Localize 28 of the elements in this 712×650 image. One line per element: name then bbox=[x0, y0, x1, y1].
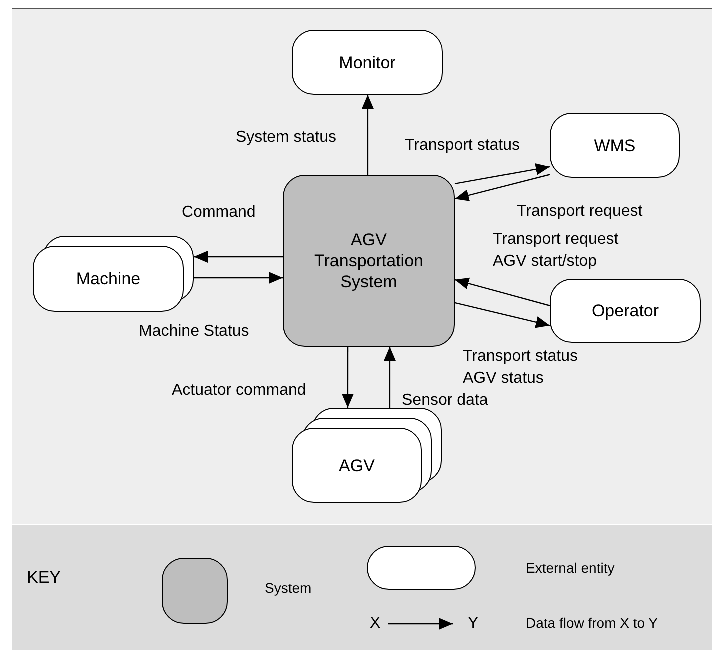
arrow bbox=[194, 272, 283, 284]
node-label: Monitor bbox=[338, 52, 397, 73]
arrow bbox=[194, 250, 283, 263]
node-label: Operator bbox=[590, 300, 660, 322]
external-entity-box bbox=[292, 30, 443, 95]
edge-label: Sensor data bbox=[401, 392, 490, 410]
stacked-entity-boxes bbox=[292, 408, 442, 503]
arrow bbox=[384, 347, 396, 408]
node-label: WMS bbox=[593, 135, 637, 156]
external-entity-box bbox=[550, 113, 680, 178]
node-label: AGV Transportation System bbox=[314, 230, 424, 292]
node-label: Machine bbox=[75, 268, 142, 290]
arrow bbox=[362, 95, 374, 175]
system-box bbox=[283, 175, 455, 347]
arrow bbox=[454, 174, 550, 202]
stacked-entity-boxes bbox=[33, 236, 194, 312]
arrow bbox=[454, 164, 550, 185]
arrow bbox=[342, 347, 354, 408]
key-heading: KEY bbox=[27, 568, 62, 588]
flow-endpoint-label: X bbox=[370, 615, 381, 633]
legend-label: System bbox=[265, 580, 312, 596]
arrow bbox=[454, 302, 550, 328]
legend-label: External entity bbox=[526, 560, 615, 576]
arrow bbox=[454, 278, 550, 306]
node-label: AGV bbox=[338, 455, 376, 476]
legend-label: Data flow from X to Y bbox=[526, 615, 658, 631]
external-entity-box bbox=[550, 279, 701, 343]
flow-endpoint-label: Y bbox=[468, 615, 479, 633]
